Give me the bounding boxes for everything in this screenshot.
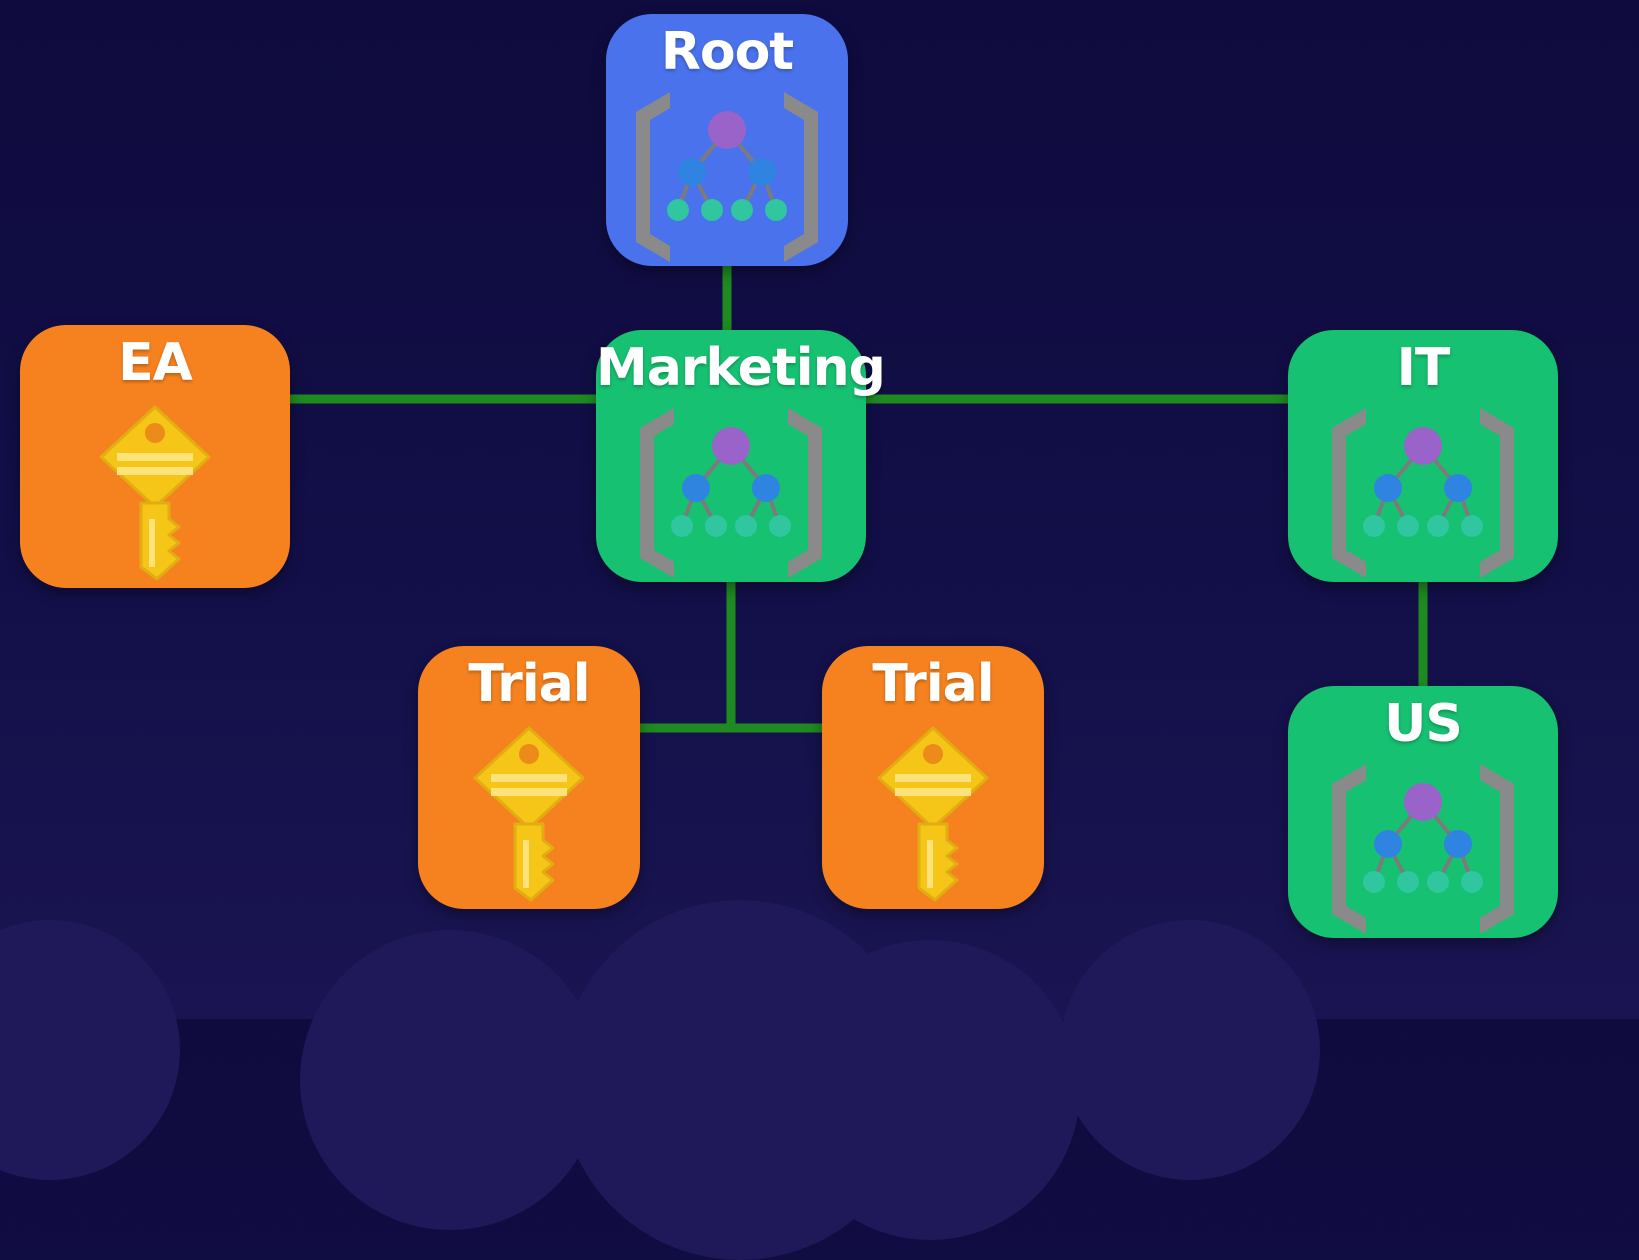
node-trial-2[interactable]: Trial	[822, 646, 1044, 909]
node-label: Trial	[872, 654, 994, 714]
connector-lines	[285, 255, 1428, 733]
node-us[interactable]: US	[1288, 686, 1558, 938]
node-label: US	[1384, 694, 1463, 754]
node-ea[interactable]: EA	[20, 325, 290, 588]
hierarchy-icon	[626, 402, 836, 582]
key-icon	[873, 724, 993, 908]
hierarchy-icon	[622, 86, 832, 266]
node-it[interactable]: IT	[1288, 330, 1558, 582]
node-trial-1[interactable]: Trial	[418, 646, 640, 909]
node-label: Trial	[468, 654, 590, 714]
node-root[interactable]: Root	[606, 14, 848, 266]
key-icon	[95, 403, 215, 587]
hierarchy-icon	[1318, 402, 1528, 582]
hierarchy-icon	[1318, 758, 1528, 938]
node-label: EA	[118, 333, 193, 393]
key-icon	[469, 724, 589, 908]
node-label: IT	[1396, 338, 1451, 398]
node-label: Marketing	[596, 338, 886, 398]
node-marketing[interactable]: Marketing	[596, 330, 886, 582]
node-label: Root	[660, 22, 794, 82]
